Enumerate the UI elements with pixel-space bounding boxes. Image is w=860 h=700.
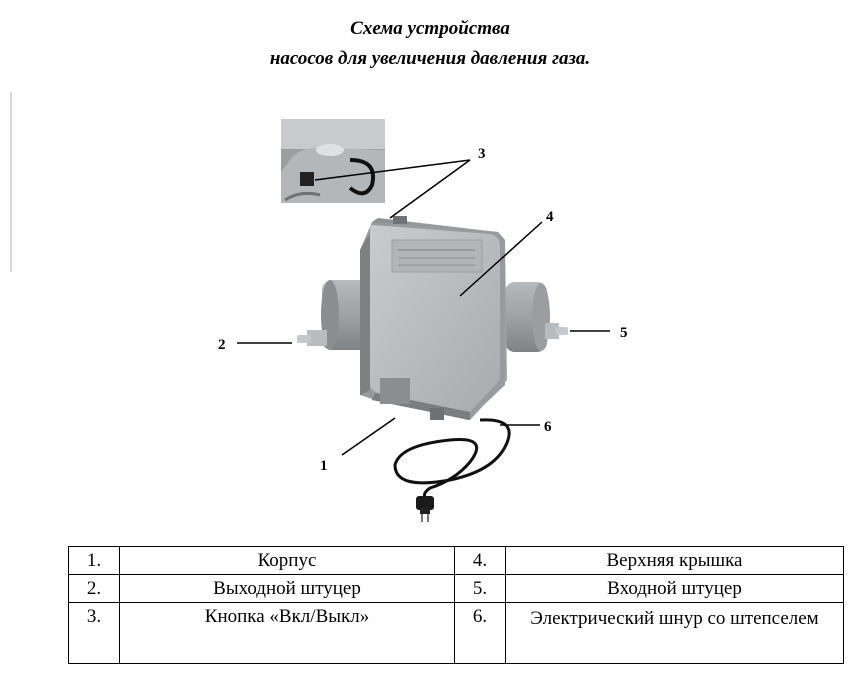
pump-diagram: 3 4 2 5 6 1 — [218, 119, 628, 522]
inset-switch-icon — [300, 172, 314, 186]
legend-number: 6. — [454, 602, 506, 664]
pump-housing — [360, 216, 507, 420]
legend-number: 4. — [454, 546, 506, 575]
diagram-title-line-2: насосов для увеличения давления газа. — [269, 48, 591, 69]
callout-2: 2 — [218, 337, 226, 353]
power-cable — [393, 418, 511, 522]
left-edge-mark — [10, 92, 12, 272]
table-row: 2. Выходной штуцер 5. Входной штуцер — [68, 574, 844, 603]
legend-number: 1. — [68, 546, 120, 575]
table-row: 1. Корпус 4. Верхняя крышка — [68, 546, 844, 575]
legend-label: Корпус — [119, 546, 455, 575]
callout-4: 4 — [546, 209, 554, 225]
legend-label: Верхняя крышка — [505, 546, 844, 575]
legend-label: Кнопка «Вкл/Выкл» — [119, 602, 455, 664]
callout-6: 6 — [544, 419, 552, 435]
table-row: 3. Кнопка «Вкл/Выкл» 6. Электрический шн… — [68, 602, 844, 664]
callout-3: 3 — [478, 146, 486, 162]
legend-label: Электрический шнур со штепселем — [505, 602, 844, 664]
callout-5: 5 — [620, 325, 628, 341]
parts-legend-table: 1. Корпус 4. Верхняя крышка 2. Выходной … — [68, 546, 844, 664]
legend-number: 3. — [68, 602, 120, 664]
outlet-pipe — [297, 280, 370, 350]
callout-1: 1 — [320, 458, 328, 474]
leader-lines — [237, 159, 610, 456]
inlet-pipe — [505, 282, 568, 352]
diagram-title-line-1: Схема устройства — [350, 18, 510, 39]
legend-number: 2. — [68, 574, 120, 603]
legend-label: Входной штуцер — [505, 574, 844, 603]
legend-number: 5. — [454, 574, 506, 603]
legend-label: Выходной штуцер — [119, 574, 455, 603]
inset-photo — [281, 119, 385, 203]
